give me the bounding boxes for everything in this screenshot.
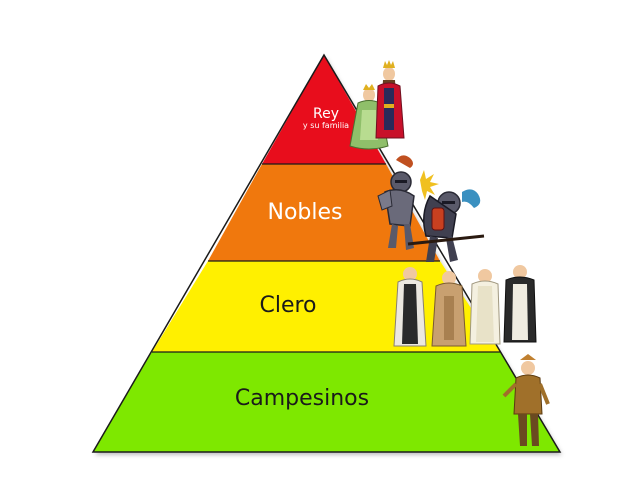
- fighting-knights-figures: [377, 155, 485, 262]
- pyramid-level-nobles: [208, 164, 440, 261]
- pyramid-outline: [91, 53, 562, 453]
- label-rey: Rey: [313, 106, 339, 122]
- pyramid-dividers: [152, 163, 500, 353]
- label-campesinos: Campesinos: [235, 386, 369, 411]
- label-clero: Clero: [259, 293, 316, 318]
- peasant-figure: [502, 354, 550, 446]
- sublabel-rey: y su familia: [303, 121, 349, 130]
- monks-figures: [393, 265, 537, 347]
- label-nobles: Nobles: [268, 200, 343, 225]
- pyramid-level-campesinos: [93, 352, 560, 452]
- king-and-queen-figures: [349, 60, 405, 150]
